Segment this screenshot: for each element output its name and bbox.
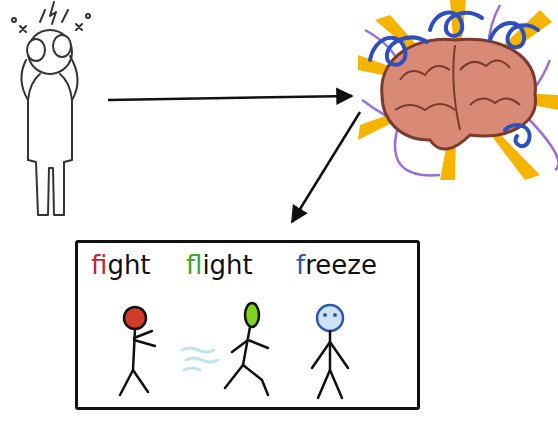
brain-illustration: [358, 0, 558, 180]
brain-fold: [470, 98, 520, 105]
person-head: [28, 30, 72, 74]
figure-arms: [232, 340, 268, 352]
figure-legs: [318, 370, 342, 398]
stress-mark: [76, 24, 82, 30]
brain-fold: [460, 60, 510, 70]
flow-arrow: [292, 112, 360, 222]
freeze-figure: [312, 305, 348, 398]
figure-legs: [120, 370, 148, 395]
figure-arms: [312, 342, 348, 368]
person-hand: [53, 35, 71, 57]
energy-lines: [362, 5, 558, 175]
flight-figure: [225, 303, 268, 395]
figure-body: [243, 327, 250, 365]
stress-loops: [370, 13, 538, 147]
response-box: fight flight freeze: [75, 240, 420, 410]
stress-loop: [430, 13, 482, 36]
stress-mark: [40, 10, 45, 22]
stressed-person: [12, 2, 90, 215]
figure-head: [124, 307, 146, 329]
response-label: flight: [186, 251, 253, 280]
stress-loop: [505, 125, 530, 146]
motion-line: [182, 348, 214, 352]
figure-arms: [134, 331, 155, 346]
figure-body: [133, 329, 135, 370]
figure-head: [317, 305, 343, 331]
fight-figure: [120, 307, 155, 395]
stress-mark: [50, 2, 56, 24]
brain-fold: [395, 104, 455, 110]
stress-loop: [370, 38, 427, 65]
figure-eye: [323, 313, 327, 317]
response-label: fight: [91, 251, 151, 280]
motion-line: [186, 358, 218, 362]
figure-body: [329, 331, 332, 370]
stress-mark: [62, 10, 68, 22]
stress-mark: [12, 18, 16, 22]
figure-legs: [225, 365, 268, 395]
figure-eye: [333, 313, 337, 317]
flow-arrow: [108, 96, 352, 100]
motion-lines: [182, 348, 218, 370]
brain-fold: [400, 66, 450, 80]
stress-mark: [20, 26, 26, 32]
brain-folds: [395, 45, 520, 130]
figure-head: [245, 303, 259, 327]
stress-mark: [86, 14, 90, 18]
person-arm: [21, 60, 28, 100]
brain-rays: [358, 0, 558, 180]
person-hand: [27, 39, 45, 61]
brain-fold: [453, 45, 460, 130]
response-label: freeze: [296, 251, 377, 280]
motion-line: [184, 368, 200, 370]
person-body: [28, 74, 72, 215]
stress-loop: [490, 23, 538, 47]
